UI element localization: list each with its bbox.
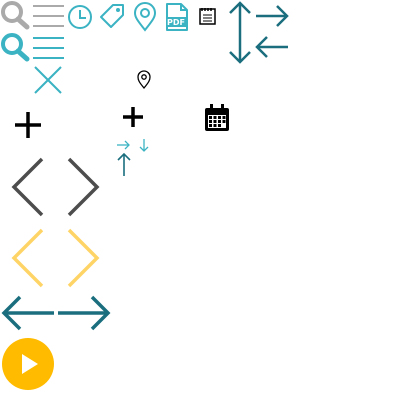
plus-icon[interactable] [13, 110, 43, 140]
arrow-right-icon [256, 5, 289, 27]
pdf-label: PDF [167, 18, 185, 27]
map-pin-icon [137, 70, 151, 90]
plus-icon[interactable] [122, 106, 144, 128]
pdf-file-icon: PDF [166, 3, 188, 31]
sort-arrows-icon [117, 139, 149, 176]
arrow-right-icon[interactable] [56, 294, 112, 332]
close-icon[interactable] [33, 65, 63, 95]
clock-icon [68, 5, 92, 29]
chevron-right-icon[interactable] [63, 226, 103, 290]
search-list-icon [1, 33, 64, 62]
arrow-left-icon[interactable] [0, 294, 56, 332]
search-list-icon [1, 1, 64, 30]
map-pin-icon [133, 2, 157, 32]
chevron-left-icon[interactable] [8, 226, 48, 290]
calendar-icon [205, 104, 229, 131]
chevron-left-icon[interactable] [8, 155, 48, 219]
notepad-icon [199, 8, 216, 25]
chevron-right-icon[interactable] [63, 155, 103, 219]
vertical-arrows-icon [229, 1, 251, 64]
arrow-left-icon [255, 36, 288, 58]
play-button-icon[interactable] [2, 338, 54, 390]
tag-icon [100, 4, 124, 28]
